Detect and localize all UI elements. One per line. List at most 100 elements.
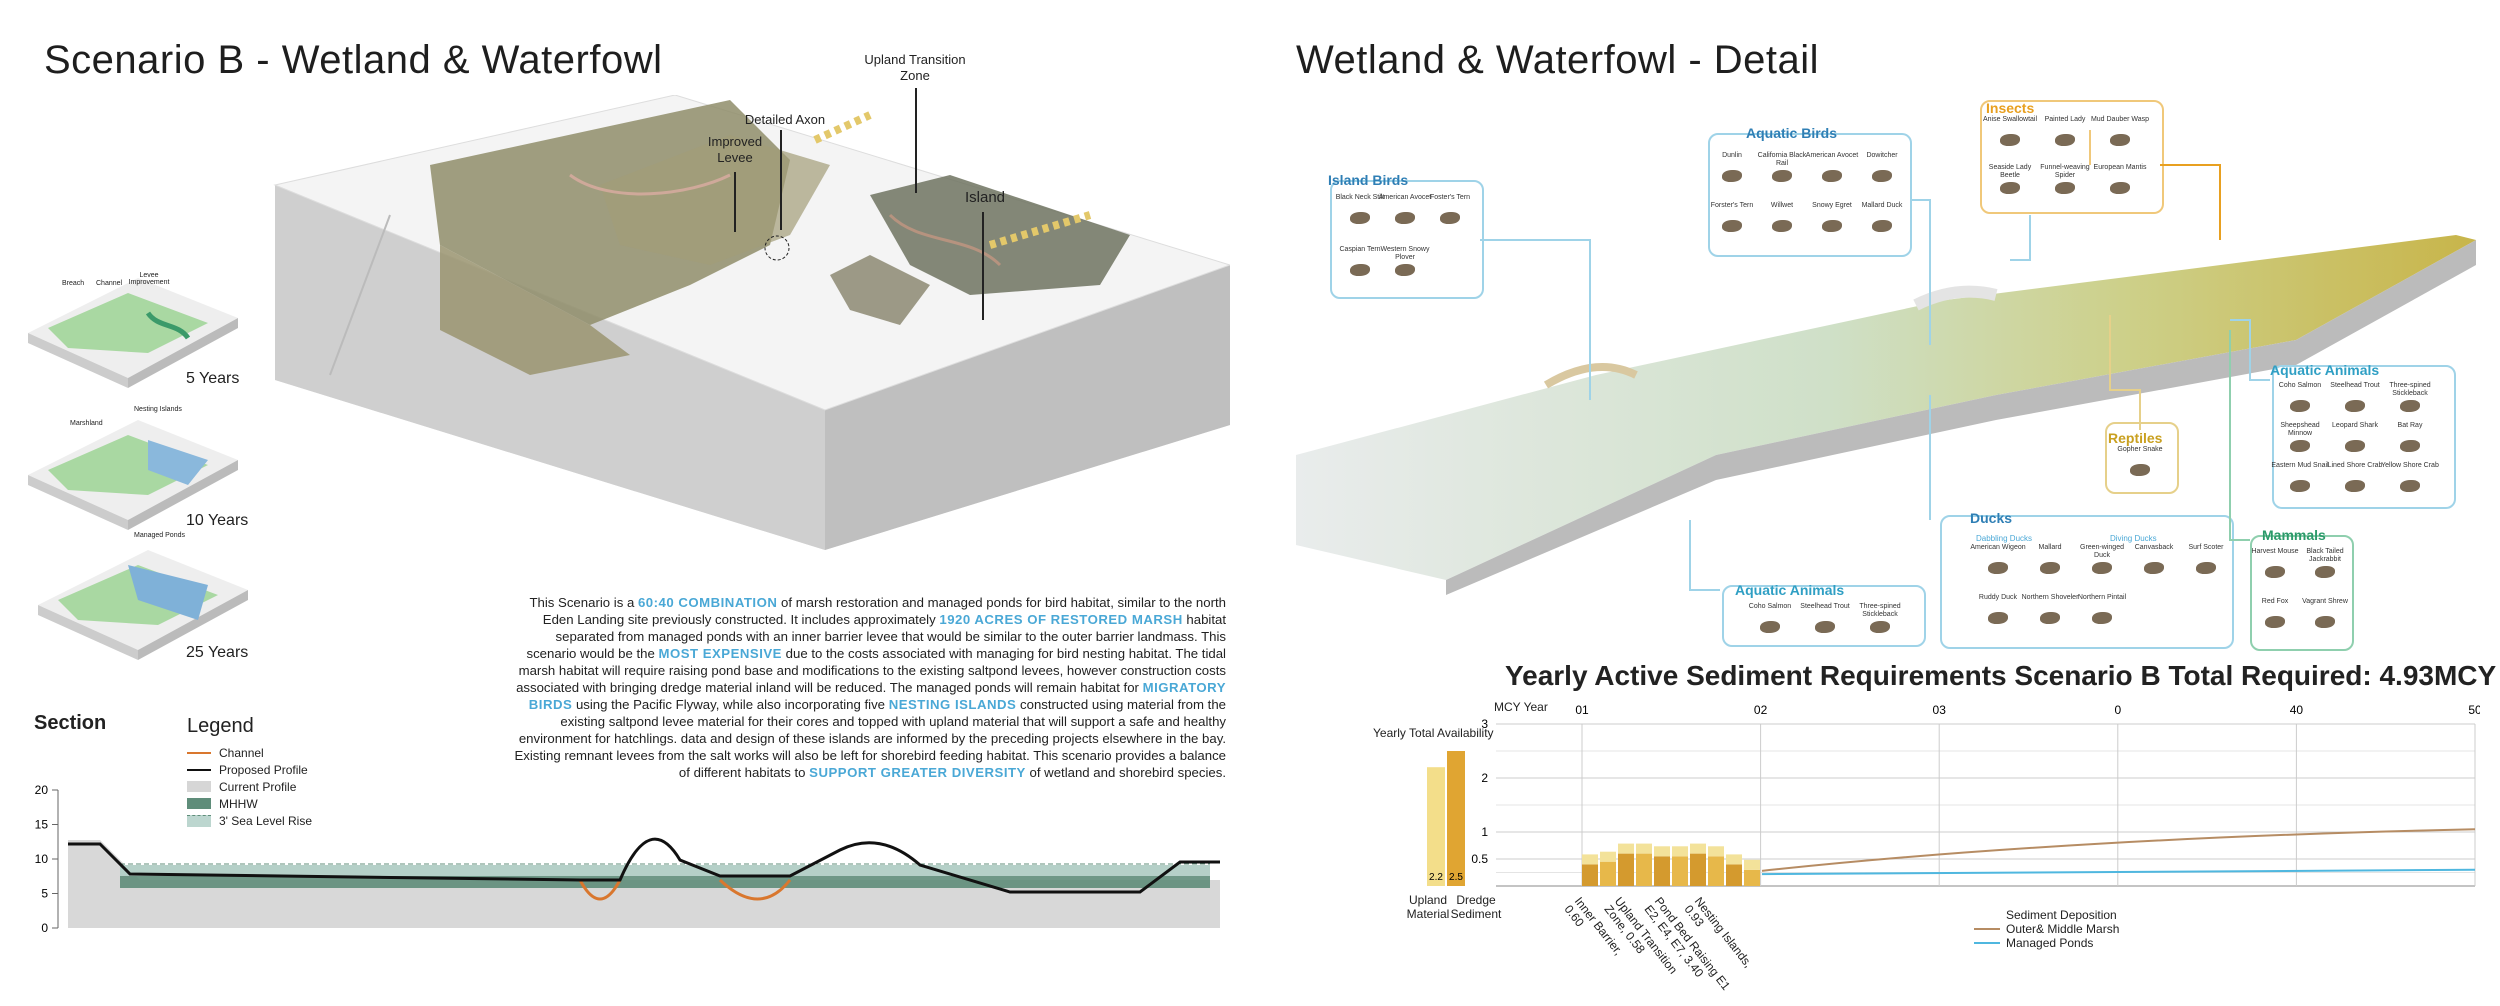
species-icon [2400, 400, 2420, 412]
species-label: Black Neck Stilt [1335, 194, 1385, 201]
species-icon [2290, 440, 2310, 452]
legend-label: Proposed Profile [219, 762, 308, 777]
deposition-bar-top [1708, 846, 1724, 857]
x-tick-label: 02 [1754, 703, 1768, 717]
legend-label: 3' Sea Level Rise [219, 813, 313, 828]
species-icon [1722, 220, 1742, 232]
sediment-legend-item: Outer& Middle Marsh [1974, 922, 2119, 936]
mini-map-years: 10 Years [186, 512, 249, 529]
species-icon [2290, 480, 2310, 492]
aquatic-animals-right-title: Aquatic Animals [2270, 362, 2380, 378]
legend-label: Channel [219, 745, 264, 760]
body-text: due to the costs associated with managin… [516, 646, 1226, 695]
species-icon [2265, 566, 2285, 578]
species-label: Bat Ray [2397, 422, 2423, 429]
deposition-bar-top [1636, 843, 1652, 854]
y-tick-label: 3 [1481, 717, 1488, 731]
island-birds-card [1330, 180, 1484, 299]
section-y-tick-label: 15 [35, 818, 49, 832]
species-label: Ruddy Duck [1978, 594, 2018, 601]
availability-value: 2.5 [1449, 872, 1463, 883]
availability-bar [1427, 767, 1445, 886]
deposition-bar-top [1726, 854, 1742, 865]
species-label: American Wigeon [1970, 544, 2026, 551]
species-label: Western Snowy Plover [1380, 246, 1430, 261]
legend-label: Sediment Deposition [2006, 908, 2117, 922]
body-text: of marsh restoration and managed ponds f… [542, 595, 1226, 627]
species-label: Mallard Duck [1861, 202, 1903, 209]
avail-label-upland: Upland Material [1406, 893, 1450, 921]
species-icon [2345, 480, 2365, 492]
deposition-bar [1690, 853, 1706, 886]
x-tick-label: 0 [2114, 703, 2121, 717]
highlight-text: 60:40 COMBINATION [637, 595, 778, 610]
species-icon [2092, 612, 2112, 624]
section-y-tick-label: 5 [41, 887, 48, 901]
species-label: Northern Pintail [2077, 594, 2127, 601]
site-axon-map [273, 95, 1230, 550]
deposition-bar-top [1582, 854, 1598, 865]
species-icon [2130, 464, 2150, 476]
legend-label: Current Profile [219, 779, 297, 794]
species-label: American Avocet [1378, 194, 1432, 201]
deposition-bar [1672, 856, 1688, 886]
legend-swatch [1974, 942, 2000, 944]
species-label: European Mantis [2093, 164, 2147, 171]
reptiles-title: Reptiles [2108, 430, 2163, 446]
section-y-tick-label: 0 [41, 921, 48, 935]
legend-swatch [187, 781, 211, 792]
mcy-year-label: MCY Year [1494, 700, 1548, 714]
habitat-transect [1296, 235, 2476, 595]
insects-card [1980, 100, 2164, 214]
species-icon [1350, 212, 1370, 224]
insects-title: Insects [1986, 100, 2035, 116]
species-icon [1988, 612, 2008, 624]
aquatic-animals-bottom-title: Aquatic Animals [1735, 582, 1845, 598]
species-icon [1872, 170, 1892, 182]
species-icon [1822, 170, 1842, 182]
card-connectors [1480, 130, 2270, 591]
deposition-bar [1582, 864, 1598, 886]
x-tick-label: 03 [1933, 703, 1947, 717]
deposition-bar-top [1744, 859, 1760, 870]
legend-swatch [1974, 928, 2000, 930]
legend-swatch [187, 798, 211, 809]
ducks-title: Ducks [1970, 510, 2013, 526]
species-label: Three-spined Stickleback [2389, 382, 2431, 397]
species-label: Mallard [2038, 544, 2062, 551]
legend-swatch [187, 768, 211, 771]
species-label: Steelhead Trout [2330, 382, 2380, 389]
highlight-text: SUPPORT GREATER DIVERSITY [809, 765, 1026, 780]
managed-ponds-line [1761, 868, 2476, 876]
species-icon [2000, 182, 2020, 194]
species-icon [2110, 182, 2130, 194]
mini-map-label: Breach [62, 280, 85, 287]
species-icon [2040, 612, 2060, 624]
species-label: Canvasback [2134, 544, 2174, 551]
highlight-text: MOST EXPENSIVE [658, 646, 782, 661]
species-icon [2315, 616, 2335, 628]
deposition-bar [1726, 864, 1742, 886]
species-icon [1822, 220, 1842, 232]
highlight-text: NESTING ISLANDS [888, 697, 1017, 712]
species-label: Caspian Tern [1339, 246, 1381, 253]
legend-title: Legend [187, 715, 254, 737]
species-label: Forster's Tern [1710, 202, 1754, 209]
species-icon [2315, 566, 2335, 578]
deposition-bar [1708, 856, 1724, 886]
island-callout: Island [964, 189, 1006, 206]
aquatic-animals-bottom-card [1722, 585, 1926, 647]
mini-map-label: Channel [96, 280, 123, 287]
species-icon [2345, 440, 2365, 452]
species-icon [1350, 264, 1370, 276]
body-text: constructed using material from the exis… [514, 697, 1226, 780]
species-icon [2110, 134, 2130, 146]
availability-label: Yearly Total Availability [1373, 726, 1494, 740]
body-text: habitat separated from managed ponds wit… [526, 612, 1226, 661]
legend-label: Managed Ponds [2006, 936, 2094, 950]
species-icon [1772, 220, 1792, 232]
y-tick-label: 1 [1481, 825, 1488, 839]
section-y-tick-label: 20 [35, 783, 49, 797]
species-label: Surf Scoter [2188, 544, 2224, 551]
